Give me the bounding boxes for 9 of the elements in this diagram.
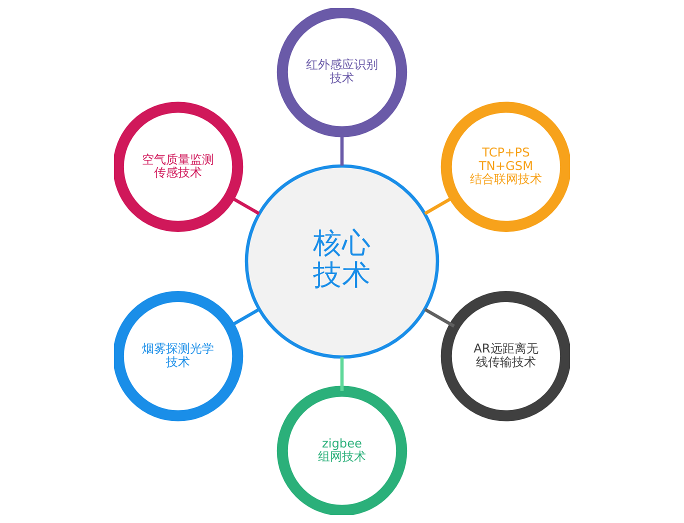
node-circle: TCP+PSTN+GSM结合联网技术 xyxy=(440,102,570,232)
node-circle: 空气质量监测传感技术 xyxy=(114,102,244,232)
node-circle: AR远距离无线传输技术 xyxy=(440,291,570,422)
node-circle: zigbee组网技术 xyxy=(276,386,408,515)
node-circle: 红外感应识别技术 xyxy=(276,8,408,138)
connector xyxy=(424,308,455,328)
node-circle: 烟雾探测光学技术 xyxy=(114,291,244,422)
node-circle: 核心技术 xyxy=(244,164,440,359)
connector xyxy=(340,357,344,391)
